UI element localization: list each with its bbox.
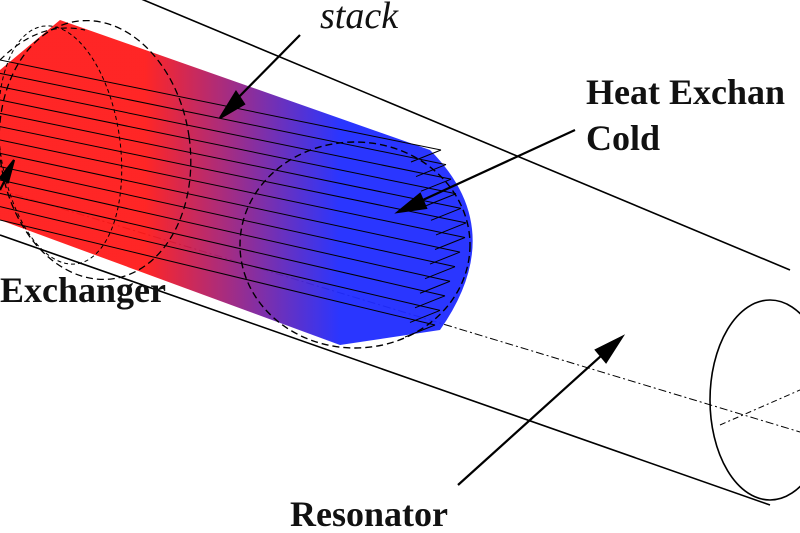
stack-plate <box>0 166 456 268</box>
stack-plate <box>0 86 452 180</box>
stack-plate <box>0 99 457 195</box>
hot-hx-arrowhead <box>0 159 16 184</box>
stack-plate <box>0 179 451 282</box>
stack-arrowhead <box>219 89 246 119</box>
tube-bottom-edge <box>0 234 771 506</box>
stack-plate <box>0 126 467 224</box>
resonator-label: Resonator <box>290 494 448 533</box>
cold-hx-arrow-line <box>411 129 576 206</box>
stack-plate <box>0 152 461 253</box>
stack-arrow-line <box>227 34 301 109</box>
stack-plate <box>0 139 466 238</box>
stack-plate <box>0 192 446 297</box>
resonator-arrow-line <box>457 345 613 486</box>
stack-plate <box>0 72 447 166</box>
stack-plate-tip <box>425 193 457 207</box>
cold-hx-label-line1: Heat Exchan <box>586 72 785 112</box>
stack-plates <box>0 59 467 338</box>
cold-hx-arrowhead <box>394 192 428 214</box>
cold-section-ellipse <box>239 141 471 349</box>
leader-arrows <box>0 34 626 486</box>
stack-label: stack <box>320 0 399 37</box>
stack-plate <box>0 219 436 326</box>
cold-hx-label-line2: Cold <box>586 118 660 158</box>
stack-plate <box>0 59 442 151</box>
resonator-arrowhead <box>594 334 626 364</box>
stack-plate-tip <box>420 178 452 192</box>
stack-assembly <box>0 19 473 349</box>
stack-plate-tip <box>430 207 462 221</box>
stack-plate <box>0 112 462 209</box>
stack-plate <box>0 206 441 311</box>
hot-hx-label: Exchanger <box>0 270 166 310</box>
tube-end-axis <box>719 389 800 426</box>
hot-inner-ellipse <box>0 25 123 265</box>
tube-top-edge <box>141 0 791 271</box>
stack-body <box>0 20 473 345</box>
tube-end-ellipse <box>709 299 800 501</box>
stack-plate-tip <box>410 149 442 163</box>
stack-plate-tip <box>415 164 447 178</box>
hot-section-ellipse <box>0 19 192 281</box>
hot-end-arc <box>0 27 86 61</box>
